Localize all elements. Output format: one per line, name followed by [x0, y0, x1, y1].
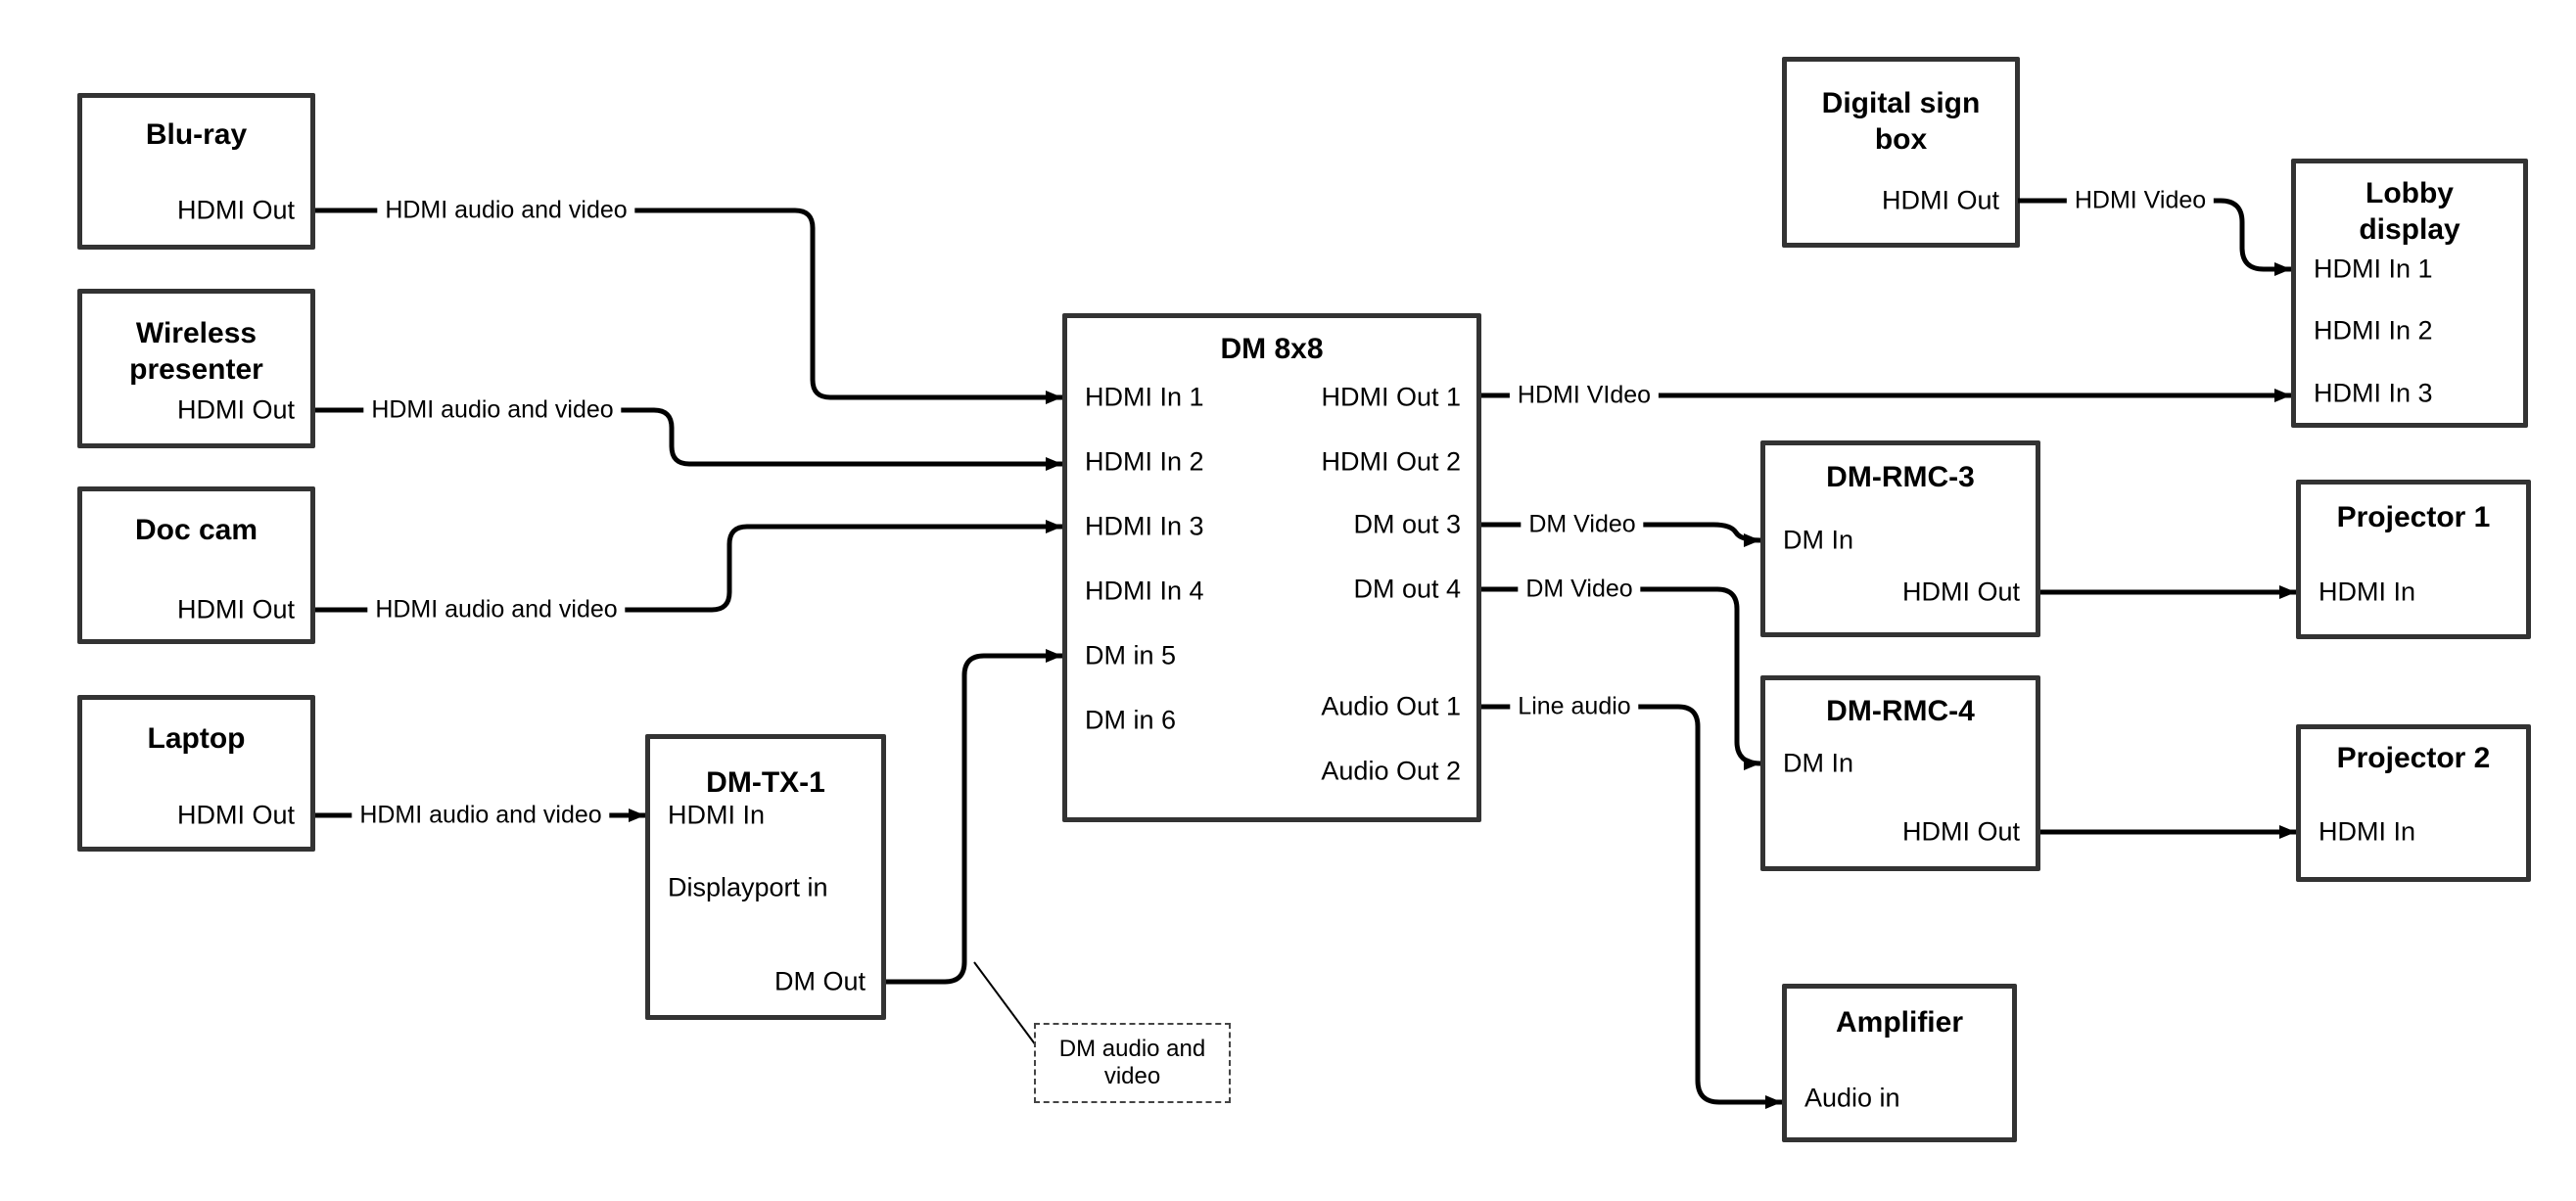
- node-title: DM-RMC-3: [1826, 461, 1975, 493]
- edge-label-hdmi-audio-video: HDMI audio and video: [367, 595, 626, 624]
- port-hdmi-in: HDMI In: [668, 800, 766, 830]
- node-dm-tx-1: DM-TX-1 HDMI In Displayport in DM Out: [645, 734, 886, 1020]
- connector-audio-out-1-to-amplifier: [1481, 704, 1782, 1109]
- connector-dm-out-4-to-rmc4: [1481, 586, 1761, 770]
- port-hdmi-out-1: HDMI Out 1: [1321, 382, 1461, 412]
- port-dm-in-6: DM in 6: [1085, 705, 1177, 735]
- port-audio-in: Audio in: [1804, 1083, 1900, 1113]
- port-dm-in: DM In: [1783, 525, 1854, 555]
- node-title: Amplifier: [1835, 1006, 1964, 1039]
- node-digital-sign-box: Digital sign box HDMI Out: [1782, 57, 2020, 248]
- node-lobby-display: Lobby display HDMI In 1 HDMI In 2 HDMI I…: [2291, 159, 2528, 428]
- port-dm-in: DM In: [1783, 748, 1854, 778]
- node-title: Projector 1: [2336, 501, 2491, 533]
- port-hdmi-out-2: HDMI Out 2: [1321, 446, 1461, 477]
- port-hdmi-in-3: HDMI In 3: [2314, 378, 2433, 408]
- port-hdmi-in: HDMI In: [2318, 577, 2416, 607]
- edge-label-hdmi-audio-video: HDMI audio and video: [351, 801, 610, 830]
- node-laptop: Laptop HDMI Out: [77, 695, 315, 852]
- port-dm-out-3: DM out 3: [1353, 509, 1461, 539]
- node-dm-rmc-3: DM-RMC-3 DM In HDMI Out: [1760, 440, 2040, 637]
- port-hdmi-out: HDMI Out: [1901, 816, 2020, 847]
- node-bluray: Blu-ray HDMI Out: [77, 93, 315, 250]
- port-dm-out-4: DM out 4: [1353, 574, 1461, 604]
- edge-label-line-audio: Line audio: [1510, 692, 1639, 721]
- port-displayport-in: Displayport in: [668, 872, 828, 902]
- connector-doccam-to-hdmi-in-3: [315, 520, 1062, 613]
- port-hdmi-in-1: HDMI In 1: [1085, 382, 1204, 412]
- node-title: Digital sign box: [1821, 87, 1981, 156]
- connector-dmtx1-to-dm-in-5: [886, 649, 1062, 985]
- port-hdmi-in-4: HDMI In 4: [1085, 576, 1204, 606]
- port-hdmi-out: HDMI Out: [1901, 577, 2020, 607]
- port-dm-in-5: DM in 5: [1085, 640, 1177, 670]
- connector-sign-to-lobby-hdmi-in-1: [2018, 198, 2291, 276]
- node-projector-1: Projector 1 HDMI In: [2296, 480, 2531, 639]
- edge-label-hdmi-audio-video: HDMI audio and video: [377, 196, 635, 225]
- node-title: Wireless presenter: [129, 317, 263, 386]
- node-title: Laptop: [147, 722, 246, 755]
- edge-label-hdmi-audio-video: HDMI audio and video: [363, 395, 622, 425]
- port-hdmi-in: HDMI In: [2318, 816, 2416, 847]
- port-hdmi-out: HDMI Out: [176, 394, 295, 425]
- node-title: DM-RMC-4: [1826, 695, 1975, 727]
- port-hdmi-out: HDMI Out: [176, 594, 295, 624]
- port-hdmi-out: HDMI Out: [1881, 185, 1999, 215]
- node-doc-cam: Doc cam HDMI Out: [77, 486, 315, 644]
- port-audio-out-1: Audio Out 1: [1321, 691, 1461, 721]
- port-hdmi-in-2: HDMI In 2: [2314, 315, 2433, 346]
- node-title: DM-TX-1: [706, 766, 825, 799]
- node-dm-8x8: DM 8x8 HDMI In 1 HDMI In 2 HDMI In 3 HDM…: [1062, 313, 1481, 822]
- edge-label-hdmi-video: HDMI Video: [2066, 186, 2215, 215]
- connector-wireless-to-hdmi-in-2: [315, 407, 1062, 471]
- edge-label-dm-video: DM Video: [1518, 575, 1641, 604]
- node-amplifier: Amplifier Audio in: [1782, 984, 2017, 1142]
- connector-dm-out-3-to-rmc3: [1481, 522, 1761, 547]
- edge-label-dm-video: DM Video: [1521, 510, 1644, 539]
- port-hdmi-in-1: HDMI In 1: [2314, 254, 2433, 284]
- port-hdmi-out: HDMI Out: [176, 800, 295, 830]
- node-title: DM 8x8: [1220, 333, 1324, 365]
- edge-label-hdmi-video: HDMI VIdeo: [1509, 381, 1660, 410]
- node-title: Doc cam: [134, 514, 258, 546]
- node-dm-rmc-4: DM-RMC-4 DM In HDMI Out: [1760, 675, 2040, 871]
- port-dm-out: DM Out: [773, 966, 866, 996]
- callout-text: DM audio and video: [1058, 1036, 1206, 1089]
- callout-pointer-line: [973, 961, 1037, 1046]
- node-title: Blu-ray: [145, 118, 248, 151]
- node-wireless-presenter: Wireless presenter HDMI Out: [77, 289, 315, 448]
- node-title: Projector 2: [2336, 742, 2491, 774]
- port-hdmi-in-2: HDMI In 2: [1085, 446, 1204, 477]
- connector-bluray-to-hdmi-in-1: [315, 208, 1062, 404]
- port-hdmi-in-3: HDMI In 3: [1085, 511, 1204, 541]
- port-hdmi-out: HDMI Out: [176, 195, 295, 225]
- callout-dm-audio-and-video: DM audio and video: [1034, 1023, 1231, 1103]
- port-audio-out-2: Audio Out 2: [1321, 756, 1461, 786]
- node-projector-2: Projector 2 HDMI In: [2296, 724, 2531, 882]
- node-title: Lobby display: [2359, 177, 2460, 246]
